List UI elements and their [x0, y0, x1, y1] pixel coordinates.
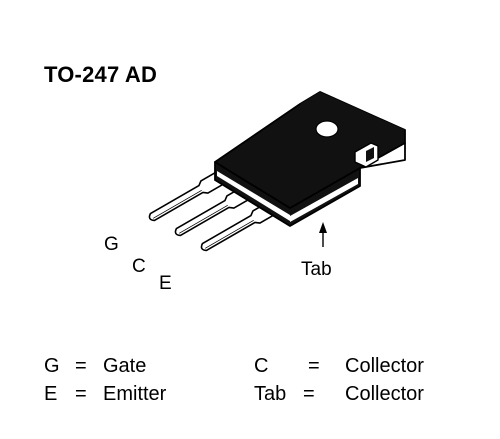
legend-name-gate: Gate	[103, 355, 147, 377]
legend-equals: =	[303, 383, 315, 405]
legend-equals: =	[308, 355, 320, 377]
legend-symbol-gate: G	[44, 355, 60, 377]
tab-arrow	[319, 222, 327, 247]
legend-row-1: G = Gate C = Collector	[0, 355, 500, 381]
pin-label-gate: G	[104, 234, 119, 255]
legend-name-tab: Collector	[345, 383, 424, 405]
legend-symbol-tab: Tab	[254, 383, 287, 405]
pin-label-emitter: E	[159, 273, 172, 294]
legend-symbol-emitter: E	[44, 383, 58, 405]
package-body	[214, 91, 406, 227]
legend-equals: =	[75, 383, 87, 405]
package-title: TO-247 AD	[44, 62, 158, 87]
legend-row-2: E = Emitter Tab = Collector	[0, 383, 500, 409]
legend-name-emitter: Emitter	[103, 383, 167, 405]
legend-name-collector: Collector	[345, 355, 424, 377]
legend-equals: =	[75, 355, 87, 377]
legend-symbol-collector: C	[254, 355, 269, 377]
tab-label: Tab	[301, 259, 332, 280]
pin-label-collector: C	[132, 256, 146, 277]
